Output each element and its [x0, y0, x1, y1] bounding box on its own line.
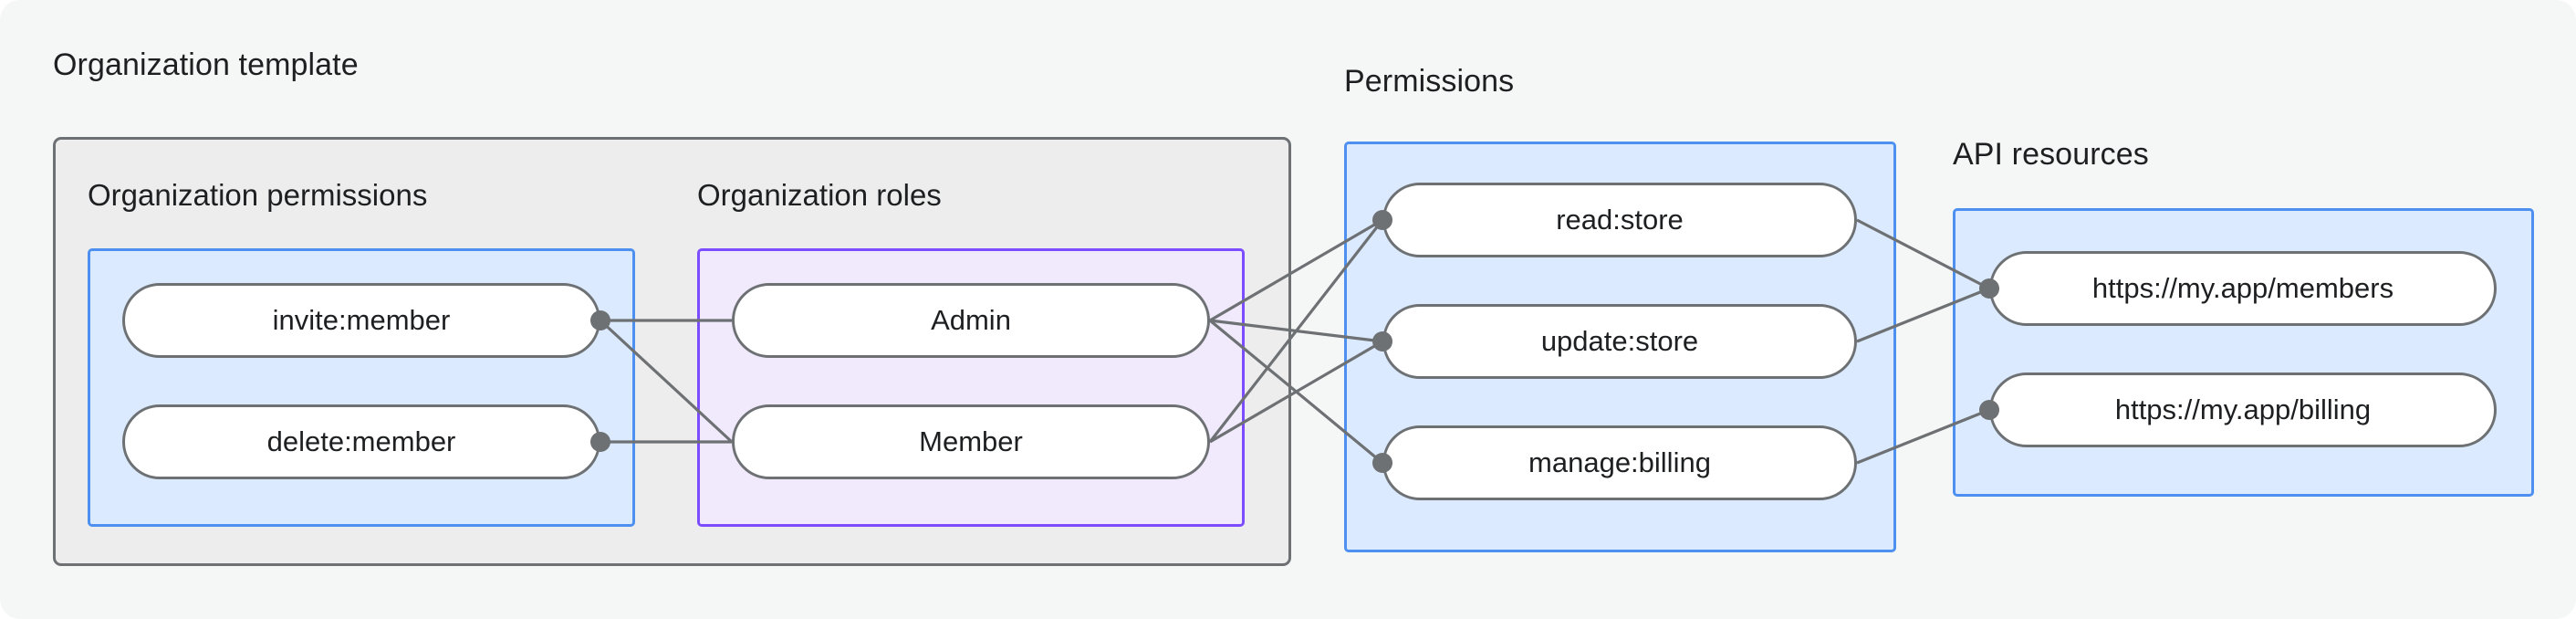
- node-invite-member[interactable]: invite:member: [122, 283, 600, 358]
- node-delete-member[interactable]: delete:member: [122, 404, 600, 479]
- node-my-app-members[interactable]: https://my.app/members: [1989, 251, 2497, 326]
- node-admin[interactable]: Admin: [732, 283, 1210, 358]
- group-title-organization-template: Organization template: [53, 47, 359, 82]
- subgroup-title-organization-roles: Organization roles: [697, 178, 942, 212]
- node-my-app-billing[interactable]: https://my.app/billing: [1989, 372, 2497, 447]
- node-read-store[interactable]: read:store: [1382, 183, 1857, 257]
- node-manage-billing[interactable]: manage:billing: [1382, 425, 1857, 500]
- node-member[interactable]: Member: [732, 404, 1210, 479]
- node-update-store[interactable]: update:store: [1382, 304, 1857, 379]
- group-title-permissions: Permissions: [1344, 64, 1515, 99]
- subgroup-title-organization-permissions: Organization permissions: [88, 178, 428, 212]
- group-title-api-resources: API resources: [1953, 137, 2149, 172]
